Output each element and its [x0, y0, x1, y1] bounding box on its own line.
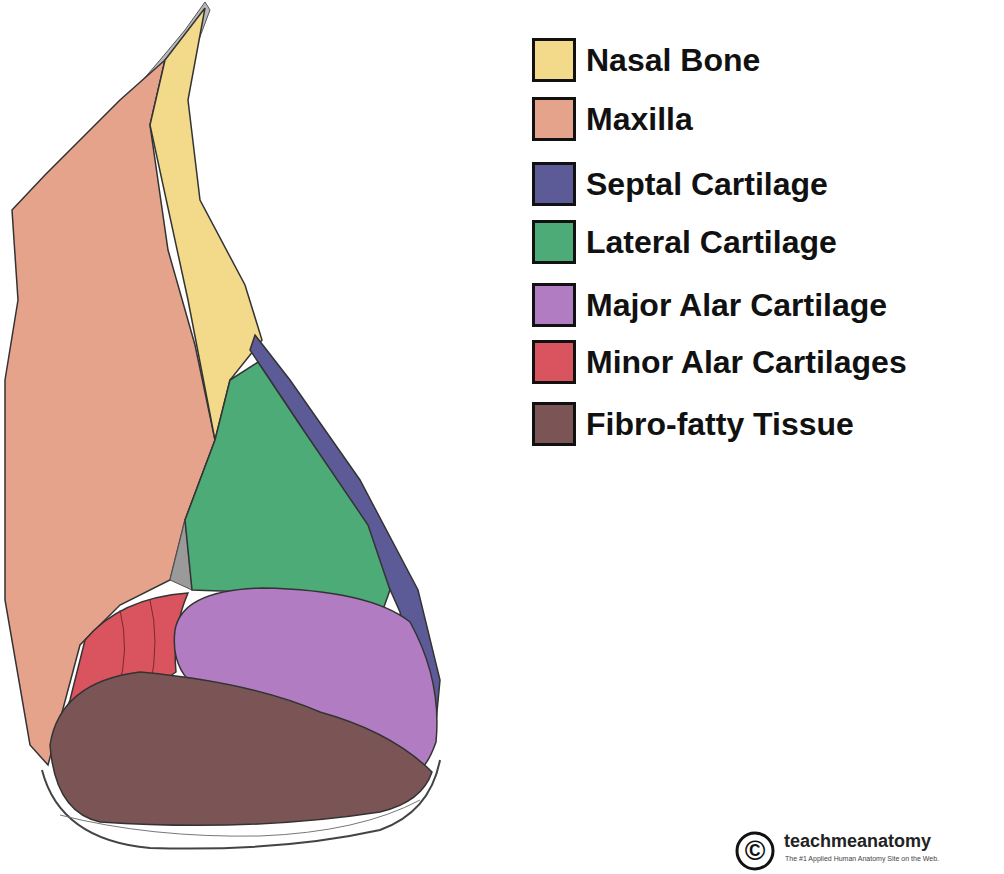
legend-label: Minor Alar Cartilages: [586, 346, 907, 378]
legend-label: Lateral Cartilage: [586, 226, 837, 258]
legend-label: Major Alar Cartilage: [586, 289, 887, 321]
legend-swatch: [532, 97, 576, 141]
fibro-fatty-region: [50, 672, 432, 825]
legend-swatch: [532, 340, 576, 384]
legend-label: Nasal Bone: [586, 44, 760, 76]
watermark: teachmeanatomy: [784, 832, 931, 850]
legend-label: Fibro-fatty Tissue: [586, 408, 854, 440]
lateral-cartilage-region: [185, 362, 390, 618]
legend-swatch: [532, 283, 576, 327]
legend-swatch: [532, 402, 576, 446]
legend-swatch: [532, 38, 576, 82]
tagline: The #1 Applied Human Anatomy Site on the…: [785, 855, 939, 862]
legend-swatch: [532, 162, 576, 206]
legend-swatch: [532, 220, 576, 264]
legend-label: Maxilla: [586, 103, 693, 135]
copyright-ring: [737, 833, 773, 869]
legend-label: Septal Cartilage: [586, 168, 828, 200]
copyright-symbol: ©: [745, 837, 766, 865]
nostril-outline: [42, 760, 440, 849]
shading-line: [60, 800, 420, 836]
